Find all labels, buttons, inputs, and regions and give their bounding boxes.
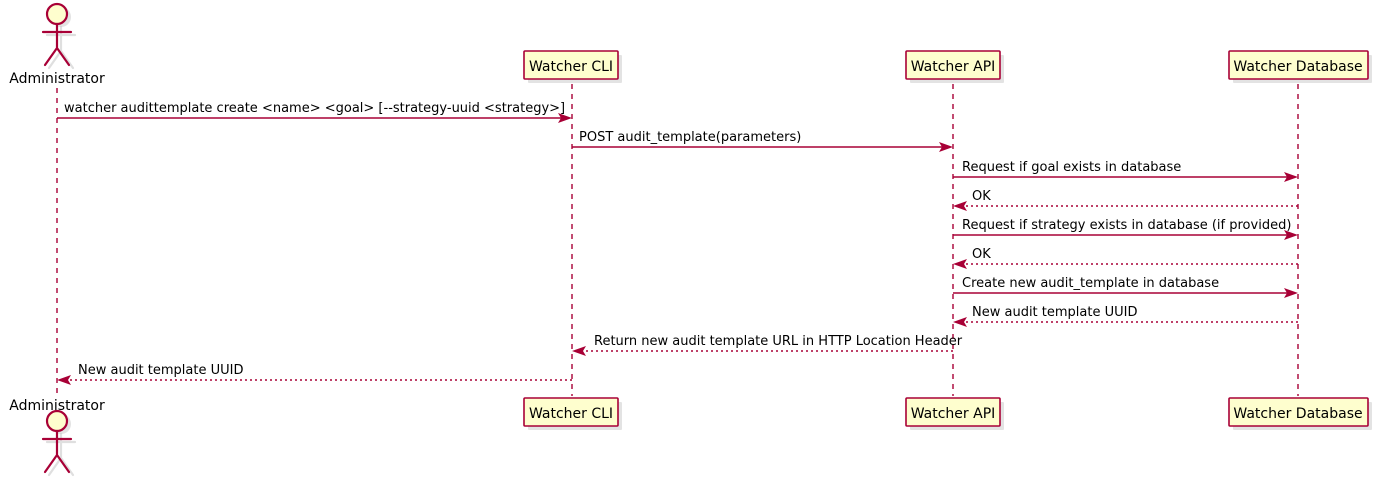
participant-box-watcher-database-top[interactable]: Watcher Database bbox=[1228, 50, 1372, 83]
arrow-head-right-2 bbox=[939, 142, 953, 152]
arrow-head-left-6 bbox=[953, 259, 967, 269]
message-7[interactable]: Create new audit_template in database bbox=[953, 276, 1298, 298]
actor-head-icon bbox=[45, 2, 69, 26]
actor-body-shadow bbox=[45, 25, 77, 70]
lifelines bbox=[56, 84, 1299, 396]
actor-label-administrator-bottom: Administrator bbox=[9, 398, 105, 414]
arrow-head-right-7 bbox=[1284, 288, 1298, 298]
message-label-9: Return new audit template URL in HTTP Lo… bbox=[594, 334, 963, 349]
message-label-4: OK bbox=[972, 189, 991, 204]
message-label-3: Request if goal exists in database bbox=[962, 160, 1181, 175]
participant-label-watcher-cli-bottom: Watcher CLI bbox=[529, 406, 613, 422]
arrow-head-left-9 bbox=[572, 346, 586, 356]
message-label-8: New audit template UUID bbox=[972, 305, 1137, 320]
message-9[interactable]: Return new audit template URL in HTTP Lo… bbox=[572, 334, 963, 356]
participant-box-watcher-api-bottom[interactable]: Watcher API bbox=[905, 397, 1004, 430]
message-5[interactable]: Request if strategy exists in database (… bbox=[953, 218, 1298, 240]
box-body bbox=[1228, 50, 1369, 80]
message-3[interactable]: Request if goal exists in database bbox=[953, 160, 1298, 182]
participant-label-watcher-database-top: Watcher Database bbox=[1233, 59, 1362, 75]
arrow-head-left-10 bbox=[57, 375, 71, 385]
participant-box-watcher-cli-top[interactable]: Watcher CLI bbox=[523, 50, 622, 83]
message-label-6: OK bbox=[972, 247, 991, 262]
actor-body-icon bbox=[41, 22, 73, 67]
box-body bbox=[523, 50, 619, 80]
participant-label-watcher-cli-top: Watcher CLI bbox=[529, 59, 613, 75]
message-6[interactable]: OK bbox=[953, 247, 1298, 269]
message-label-10: New audit template UUID bbox=[78, 363, 243, 378]
arrow-head-right-1 bbox=[558, 113, 572, 123]
participant-box-watcher-database-bottom[interactable]: Watcher Database bbox=[1228, 397, 1372, 430]
message-8[interactable]: New audit template UUID bbox=[953, 305, 1298, 327]
participant-label-watcher-database-bottom: Watcher Database bbox=[1233, 406, 1362, 422]
box-body bbox=[523, 397, 619, 427]
message-1[interactable]: watcher audittemplate create <name> <goa… bbox=[57, 101, 572, 123]
message-10[interactable]: New audit template UUID bbox=[57, 363, 572, 385]
arrow-head-left-8 bbox=[953, 317, 967, 327]
participant-box-watcher-cli-bottom[interactable]: Watcher CLI bbox=[523, 397, 622, 430]
actor-head-icon bbox=[45, 409, 69, 433]
actor-administrator-bottom[interactable]: Administrator bbox=[9, 398, 105, 477]
participant-label-watcher-api-top: Watcher API bbox=[911, 59, 996, 75]
message-label-7: Create new audit_template in database bbox=[962, 276, 1219, 291]
actor-label-administrator-top: Administrator bbox=[9, 71, 105, 87]
actor-administrator-top[interactable]: Administrator bbox=[9, 2, 105, 87]
message-label-2: POST audit_template(parameters) bbox=[579, 130, 801, 145]
arrow-head-right-3 bbox=[1284, 172, 1298, 182]
participant-box-watcher-api-top[interactable]: Watcher API bbox=[905, 50, 1004, 83]
message-label-5: Request if strategy exists in database (… bbox=[962, 218, 1291, 233]
message-4[interactable]: OK bbox=[953, 189, 1298, 211]
actor-body-shadow bbox=[45, 432, 77, 477]
participant-label-watcher-api-bottom: Watcher API bbox=[911, 406, 996, 422]
arrow-head-left-4 bbox=[953, 201, 967, 211]
message-2[interactable]: POST audit_template(parameters) bbox=[572, 130, 953, 152]
message-label-1: watcher audittemplate create <name> <goa… bbox=[64, 101, 565, 116]
box-body bbox=[905, 50, 1001, 80]
arrow-head-right-5 bbox=[1284, 230, 1298, 240]
box-body bbox=[905, 397, 1001, 427]
box-body bbox=[1228, 397, 1369, 427]
actor-body-icon bbox=[41, 429, 73, 474]
